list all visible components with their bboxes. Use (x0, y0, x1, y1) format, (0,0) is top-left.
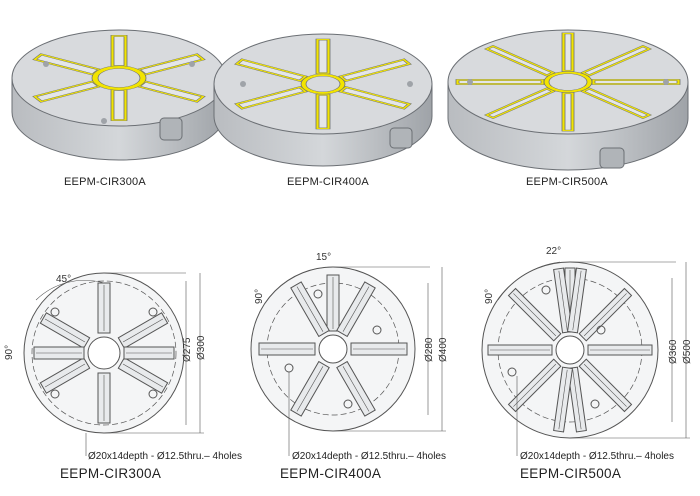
angle-top-2: 15° (316, 252, 331, 263)
model-label-top-3: EEPM-CIR500A (526, 176, 608, 188)
angle-side-1: 90° (4, 345, 15, 360)
inner-dia-2: Ø280 (424, 337, 435, 362)
angle-side-2: 90° (254, 289, 265, 304)
angle-side-3: 90° (484, 289, 495, 304)
inner-dia-3: Ø360 (668, 339, 679, 364)
model-label-bottom-1: EEPM-CIR300A (60, 466, 162, 481)
model-label-top-1: EEPM-CIR300A (64, 176, 146, 188)
angle-top-3: 22° (546, 246, 561, 257)
hole-note-1: Ø20x14depth - Ø12.5thru.– 4holes (88, 451, 242, 462)
drawing-cir300a (23, 272, 204, 456)
model-label-bottom-2: EEPM-CIR400A (280, 466, 382, 481)
outer-dia-3: Ø500 (682, 339, 693, 364)
outer-dia-2: Ø400 (438, 337, 449, 362)
inner-dia-1: Ø275 (182, 337, 193, 362)
hole-note-3: Ø20x14depth - Ø12.5thru.– 4holes (520, 451, 674, 462)
chuck-3d-cir300a (11, 29, 227, 161)
model-label-bottom-3: EEPM-CIR500A (520, 466, 622, 481)
outer-dia-1: Ø300 (196, 335, 207, 360)
model-label-top-2: EEPM-CIR400A (287, 176, 369, 188)
angle-top-1: 45° (56, 274, 71, 285)
chuck-3d-cir500a (447, 29, 689, 171)
drawing-cir500a (481, 261, 690, 456)
drawing-cir400a (250, 266, 446, 456)
hole-note-2: Ø20x14depth - Ø12.5thru.– 4holes (292, 451, 446, 462)
chuck-3d-cir400a (213, 33, 433, 167)
